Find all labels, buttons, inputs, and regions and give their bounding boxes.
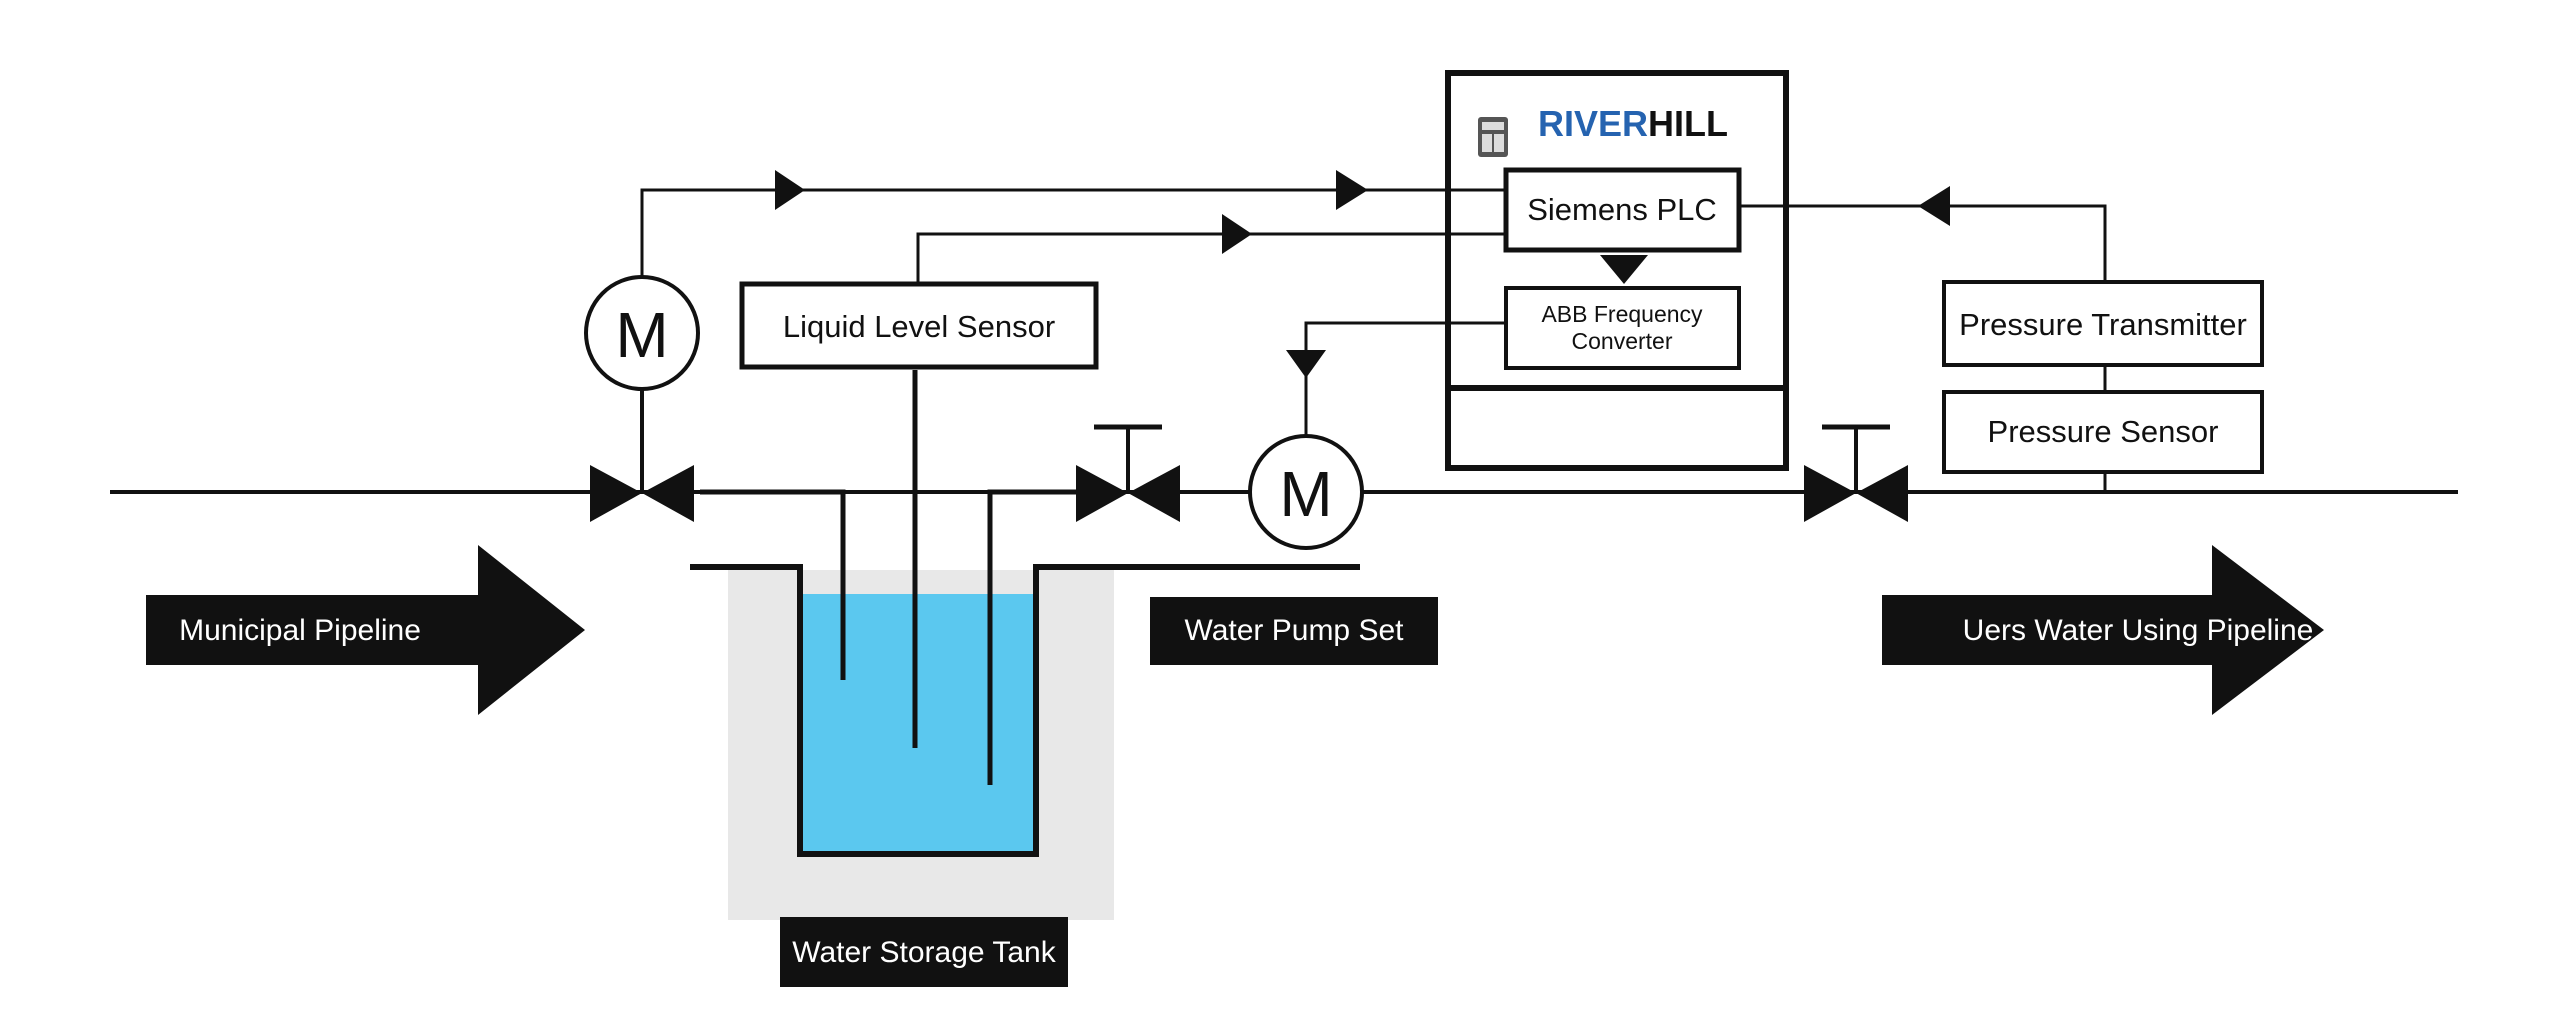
tank-water <box>800 594 1036 854</box>
signal-arrow-4 <box>1286 350 1326 378</box>
pump-motor-symbol: M <box>1279 458 1332 530</box>
pressure-sensor-box <box>1942 390 2264 474</box>
signal-arrow-2 <box>1336 170 1368 210</box>
outlet-valve <box>1804 465 1908 522</box>
liquid-level-sensor-box <box>739 281 1099 370</box>
pump-valve <box>1076 465 1180 522</box>
municipal-pipeline-label: Municipal Pipeline <box>179 614 421 647</box>
signal-arrow-3 <box>1222 214 1252 254</box>
pressure-sensor-label: Pressure Sensor <box>1988 414 2219 449</box>
control-cabinet <box>1445 70 1789 471</box>
converter-line2: Converter <box>1572 328 1673 354</box>
inlet-valve <box>590 465 694 522</box>
inlet-valve-motor-symbol: M <box>615 299 668 371</box>
inlet-pipe <box>700 489 846 680</box>
control-panel-icon <box>1478 117 1508 157</box>
pressure-signal-line <box>1739 204 2107 282</box>
converter-signal-line <box>1304 321 1506 436</box>
pressure-transmitter-box <box>1942 280 2264 367</box>
municipal-pipeline-arrow <box>146 545 585 715</box>
water-storage-tank-label: Water Storage Tank <box>792 936 1056 969</box>
signal-arrow-1 <box>775 170 805 210</box>
tank-wall <box>690 564 1360 857</box>
brand-part1: RIVER <box>1538 103 1648 144</box>
water-pump-set-label: Water Pump Set <box>1185 614 1405 647</box>
water-pump-set-tag <box>1150 597 1438 665</box>
signal-arrow-5 <box>1600 255 1648 284</box>
brand-part2: HILL <box>1648 103 1728 144</box>
converter-box <box>1504 286 1741 370</box>
plc-label: Siemens PLC <box>1527 192 1717 227</box>
valve-signal-line <box>640 188 1506 277</box>
signal-arrow-6 <box>1918 186 1950 226</box>
brand-logo: RIVERHILL <box>1538 103 1728 144</box>
converter-line1: ABB Frequency <box>1541 301 1703 327</box>
plc-box <box>1503 167 1742 253</box>
liquid-level-sensor-label: Liquid Level Sensor <box>783 309 1055 344</box>
users-pipeline-label: Uers Water Using Pipeline <box>1963 614 2314 647</box>
outlet-pipe <box>987 489 1080 785</box>
users-pipeline-arrow <box>1882 545 2324 715</box>
level-signal-line <box>916 232 1506 284</box>
water-storage-tank-tag <box>780 917 1068 987</box>
pressure-transmitter-label: Pressure Transmitter <box>1959 307 2247 342</box>
